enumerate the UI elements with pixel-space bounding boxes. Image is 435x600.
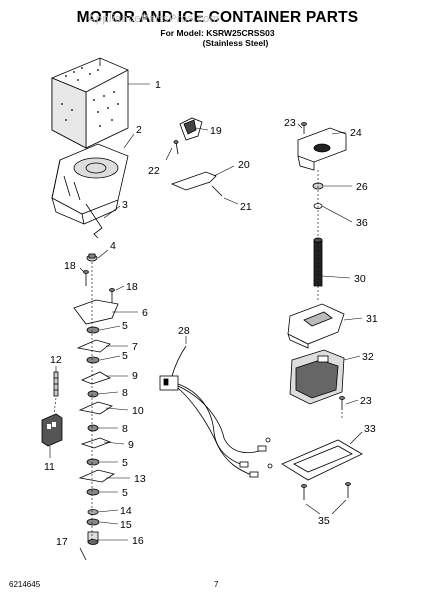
callout-5-d: 5 (122, 487, 128, 499)
screw-part-18-left[interactable] (83, 270, 89, 287)
callout-9-b: 9 (128, 439, 134, 451)
pin-part-21[interactable] (211, 185, 223, 197)
screw-part-35-right[interactable] (345, 482, 351, 499)
cam-stack[interactable] (76, 326, 115, 545)
screw-part-23-top[interactable] (301, 122, 307, 135)
callout-14: 14 (120, 505, 132, 517)
assembly-guide-lines (53, 170, 343, 540)
screw-part-22[interactable] (173, 140, 179, 155)
callout-26: 26 (356, 181, 368, 193)
motor-cover-part-31[interactable] (287, 303, 345, 349)
callout-21: 21 (240, 201, 252, 213)
callout-33: 33 (364, 423, 376, 435)
callout-3: 3 (122, 199, 128, 211)
callout-12: 12 (50, 354, 62, 366)
leader-lines (49, 83, 363, 541)
callout-6: 6 (142, 307, 148, 319)
drive-plate-part-6[interactable] (73, 299, 119, 325)
callout-18-right: 18 (126, 281, 138, 293)
callout-9-a: 9 (132, 370, 138, 382)
callout-23-bottom: 23 (360, 395, 372, 407)
page-number: 7 (214, 580, 219, 589)
callout-labels: 1 2 3 4 18 18 6 5 7 5 9 8 10 8 9 5 13 5 … (44, 79, 378, 548)
callout-32: 32 (362, 351, 374, 363)
wire-arm[interactable] (85, 203, 103, 239)
callout-2: 2 (136, 124, 142, 136)
callout-24: 24 (350, 127, 362, 139)
callout-5-b: 5 (122, 350, 128, 362)
callout-31: 31 (366, 313, 378, 325)
callout-1: 1 (155, 79, 161, 91)
callout-8-b: 8 (122, 423, 128, 435)
screw-part-18-right[interactable] (109, 288, 115, 305)
callout-22: 22 (148, 165, 160, 177)
callout-30: 30 (354, 273, 366, 285)
screw-part-35-left[interactable] (301, 484, 307, 501)
callout-17: 17 (56, 536, 68, 548)
motor-bracket-part-24[interactable] (297, 127, 347, 171)
finish-label: (Stainless Steel) (202, 38, 269, 48)
callout-35: 35 (318, 515, 330, 527)
screw-part-17[interactable] (79, 547, 87, 561)
callout-13: 13 (134, 473, 146, 485)
document-number: 6214645 (9, 580, 41, 589)
pin-part-12[interactable] (53, 371, 59, 397)
ice-bucket-housing[interactable] (51, 143, 129, 225)
pad-part-33[interactable] (281, 439, 363, 481)
bracket-part-19[interactable] (179, 117, 203, 141)
callout-5-c: 5 (122, 457, 128, 469)
callout-10: 10 (132, 405, 144, 417)
ice-container-cover[interactable] (51, 57, 129, 149)
callout-28: 28 (178, 325, 190, 337)
diagram-title: MOTOR AND ICE CONTAINER PARTS (76, 9, 359, 26)
callout-20: 20 (238, 159, 250, 171)
callout-23-top: 23 (284, 117, 296, 129)
callout-15: 15 (120, 519, 132, 531)
callout-18-left: 18 (64, 260, 76, 272)
switch-part-11[interactable] (41, 413, 63, 447)
callout-5-a: 5 (122, 320, 128, 332)
model-number: For Model: KSRW25CRSS03 (160, 28, 275, 38)
motor-part-32[interactable] (289, 349, 345, 405)
callout-4: 4 (110, 240, 116, 252)
watermark-logo-text: AppliancePartsPros.com (88, 13, 220, 25)
callout-16: 16 (132, 535, 144, 547)
callout-7: 7 (132, 341, 138, 353)
wire-harness-part-28[interactable] (159, 345, 273, 478)
paddle-part-20[interactable] (170, 171, 217, 191)
callout-19: 19 (210, 125, 222, 137)
callout-8-a: 8 (122, 387, 128, 399)
callout-36: 36 (356, 217, 368, 229)
screw-part-23-bottom[interactable] (339, 396, 345, 411)
nut-part-4[interactable] (86, 253, 98, 262)
callout-11: 11 (44, 461, 55, 473)
